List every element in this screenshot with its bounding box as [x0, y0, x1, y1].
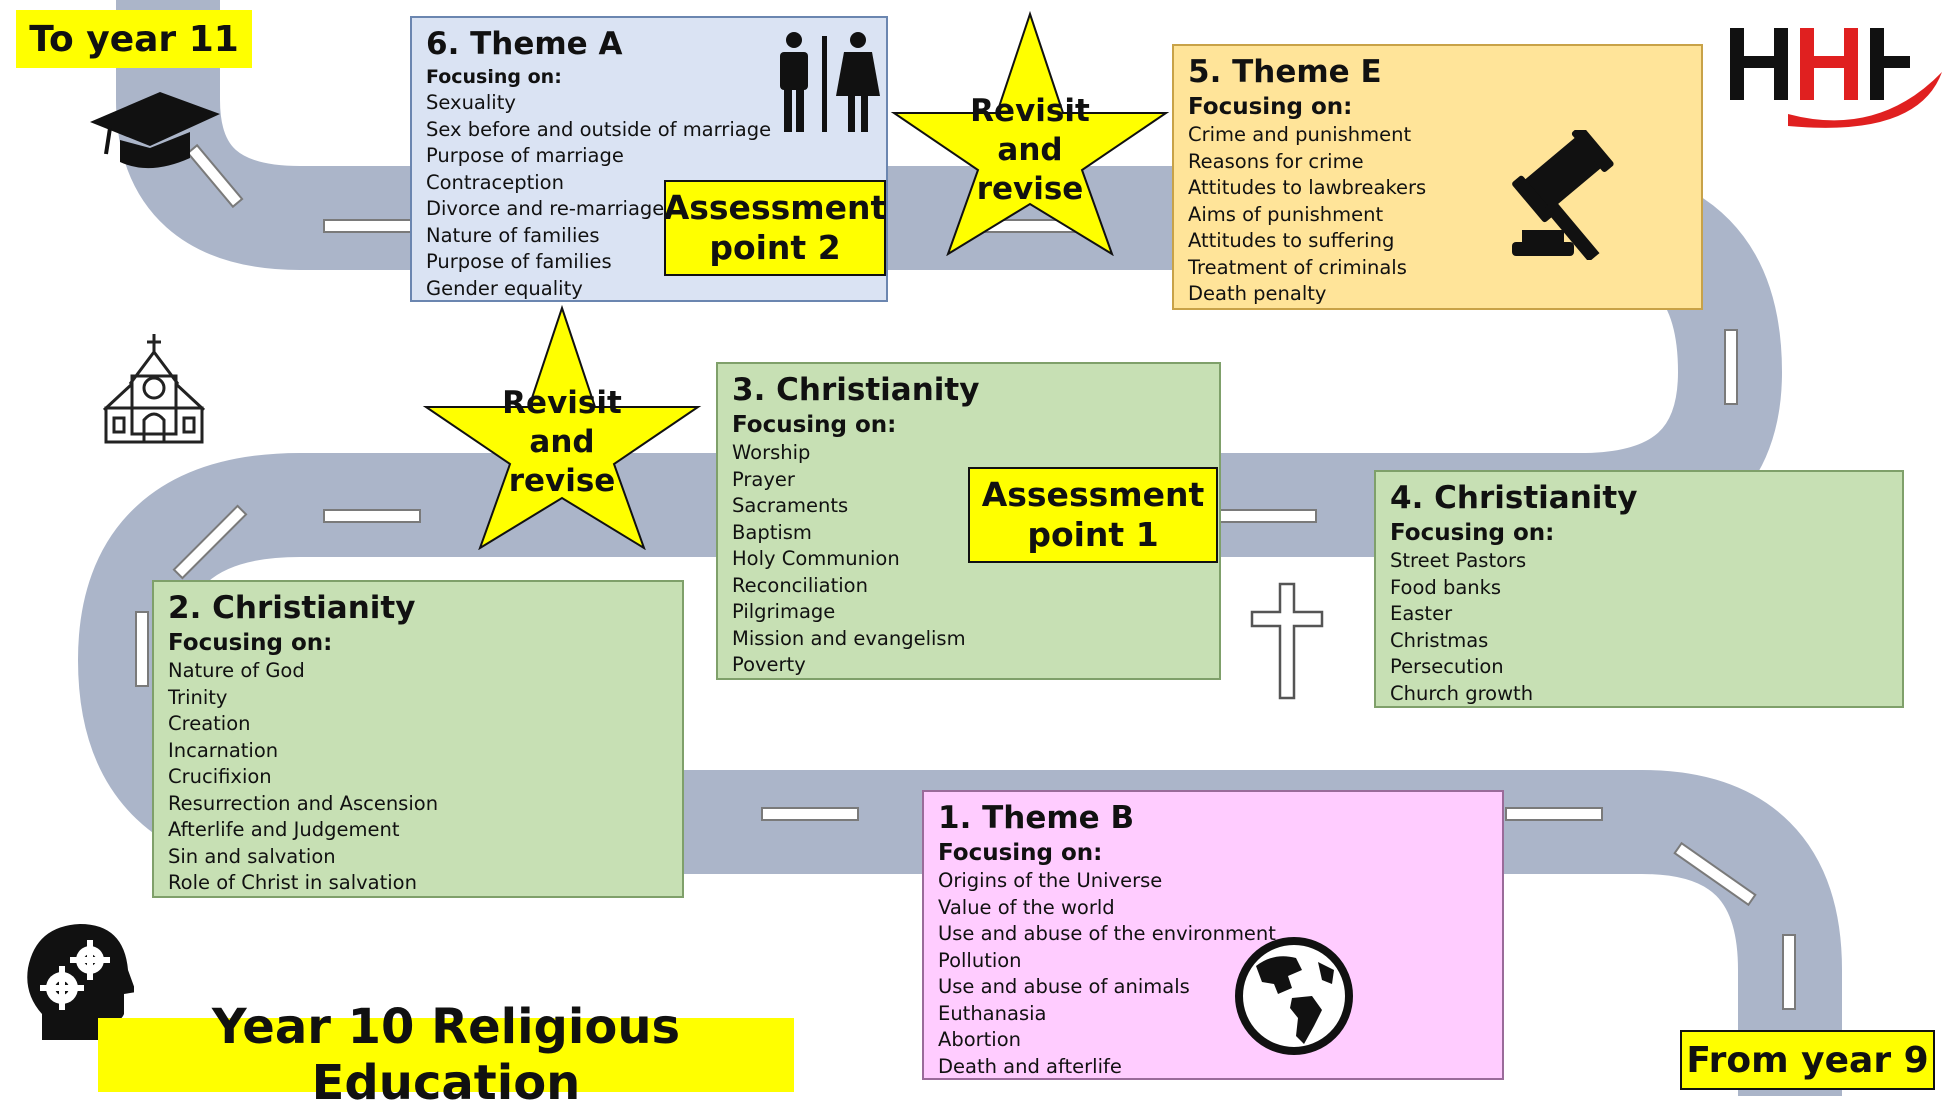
from-year-label: From year 9	[1680, 1030, 1935, 1090]
graduation-cap-icon	[90, 92, 220, 169]
topic-item: Incarnation	[168, 738, 279, 762]
cross-icon	[1250, 582, 1324, 700]
topic-item: Gender equality	[426, 276, 583, 300]
unit-theme-e: 5. Theme E Focusing on: Crime and punish…	[1172, 44, 1703, 310]
topic-item: Mission and evangelism	[732, 626, 966, 650]
topic-item: Crucifixion	[168, 765, 272, 788]
topic-list: Street Pastors Food banks Easter Christm…	[1390, 548, 1888, 707]
topic-item: Poverty	[732, 653, 806, 676]
topic-item: Prayer	[732, 467, 795, 491]
unit-title: 6. Theme A	[426, 26, 623, 62]
topic-item: Persecution	[1390, 655, 1504, 678]
focus-label: Focusing on:	[426, 66, 562, 88]
revisit-star-2-label: Revisit and revise	[970, 93, 1090, 207]
topic-item: Baptism	[732, 520, 812, 544]
unit-theme-b: 1. Theme B Focusing on: Origins of the U…	[922, 790, 1504, 1080]
topic-item: Contraception	[426, 170, 564, 194]
focus-label: Focusing on:	[732, 412, 897, 438]
page-title: Year 10 Religious Education	[98, 999, 794, 1111]
topic-item: Sacraments	[732, 494, 849, 517]
topic-item: Attitudes to lawbreakers	[1188, 176, 1427, 199]
topic-item: Divorce and re-marriage	[426, 197, 665, 220]
topic-item: Afterlife and Judgement	[168, 818, 400, 841]
unit-title: 1. Theme B	[938, 800, 1135, 836]
topic-item: Nature of God	[168, 659, 305, 682]
topic-item: Euthanasia	[938, 1001, 1047, 1025]
school-logo	[1730, 28, 1942, 128]
unit-title: 2. Christianity	[168, 590, 416, 626]
topic-item: Trinity	[168, 685, 228, 709]
revisit-star-1	[422, 304, 702, 550]
revisit-star-2	[890, 10, 1170, 256]
topic-item: Use and abuse of animals	[938, 975, 1190, 998]
topic-item: Holy Communion	[732, 547, 900, 570]
topic-item: Worship	[732, 441, 811, 464]
assessment-point-2: Assessment point 2	[664, 180, 886, 276]
topic-item: Pilgrimage	[732, 600, 836, 623]
topic-item: Aims of punishment	[1188, 202, 1384, 226]
unit-christianity-2: 2. Christianity Focusing on: Nature of G…	[152, 580, 684, 898]
focus-label: Focusing on:	[1390, 520, 1555, 546]
topic-item: Role of Christ in salvation	[168, 871, 417, 894]
topic-list: Nature of God Trinity Creation Incarnati…	[168, 658, 668, 897]
topic-item: Death penalty	[1188, 282, 1327, 305]
topic-item: Church growth	[1390, 681, 1534, 705]
topic-item: Food banks	[1390, 575, 1502, 599]
unit-title: 4. Christianity	[1390, 480, 1638, 516]
head-gears-icon	[27, 924, 134, 1040]
road-markings	[135, 143, 1796, 1010]
gavel-icon	[1512, 130, 1614, 260]
topic-item: Purpose of families	[426, 250, 612, 273]
topic-item: Reasons for crime	[1188, 149, 1364, 173]
topic-item: Street Pastors	[1390, 549, 1527, 572]
topic-list: Worship Prayer Sacraments Baptism Holy C…	[732, 440, 1205, 679]
topic-item: Sex before and outside of marriage	[426, 117, 772, 141]
topic-item: Creation	[168, 712, 251, 735]
focus-label: Focusing on:	[1188, 94, 1353, 120]
topic-item: Pollution	[938, 948, 1022, 972]
topic-item: Treatment of criminals	[1188, 255, 1407, 279]
topic-item: Easter	[1390, 602, 1453, 625]
globe-icon	[1235, 937, 1353, 1055]
focus-label: Focusing on:	[938, 840, 1103, 866]
topic-list: Origins of the Universe Value of the wor…	[938, 868, 1488, 1080]
topic-item: Crime and punishment	[1188, 123, 1412, 146]
unit-title: 5. Theme E	[1188, 54, 1382, 90]
topic-item: Christmas	[1390, 628, 1489, 652]
topic-item: Purpose of marriage	[426, 144, 624, 167]
topic-item: Sin and salvation	[168, 844, 336, 868]
topic-item: Origins of the Universe	[938, 869, 1163, 892]
to-year-label: To year 11	[16, 10, 252, 68]
topic-item: Abortion	[938, 1028, 1022, 1051]
topic-item: Attitudes to suffering	[1188, 229, 1395, 252]
topic-item: Death and afterlife	[938, 1054, 1122, 1078]
church-icon	[102, 334, 206, 444]
topic-item: Sexuality	[426, 91, 516, 114]
topic-item: Reconciliation	[732, 573, 868, 597]
topic-list: Sexuality Sex before and outside of marr…	[426, 90, 872, 302]
topic-item: Resurrection and Ascension	[168, 791, 439, 815]
topic-item: Nature of families	[426, 223, 600, 247]
revisit-star-1-label: Revisit and revise	[502, 385, 622, 499]
unit-title: 3. Christianity	[732, 372, 980, 408]
focus-label: Focusing on:	[168, 630, 333, 656]
man-woman-icon	[780, 32, 880, 132]
unit-christianity-4: 4. Christianity Focusing on: Street Past…	[1374, 470, 1904, 708]
topic-item: Use and abuse of the environment	[938, 922, 1276, 945]
topic-item: Value of the world	[938, 895, 1115, 919]
assessment-point-1: Assessment point 1	[968, 467, 1218, 563]
topic-list: Crime and punishment Reasons for crime A…	[1188, 122, 1687, 308]
